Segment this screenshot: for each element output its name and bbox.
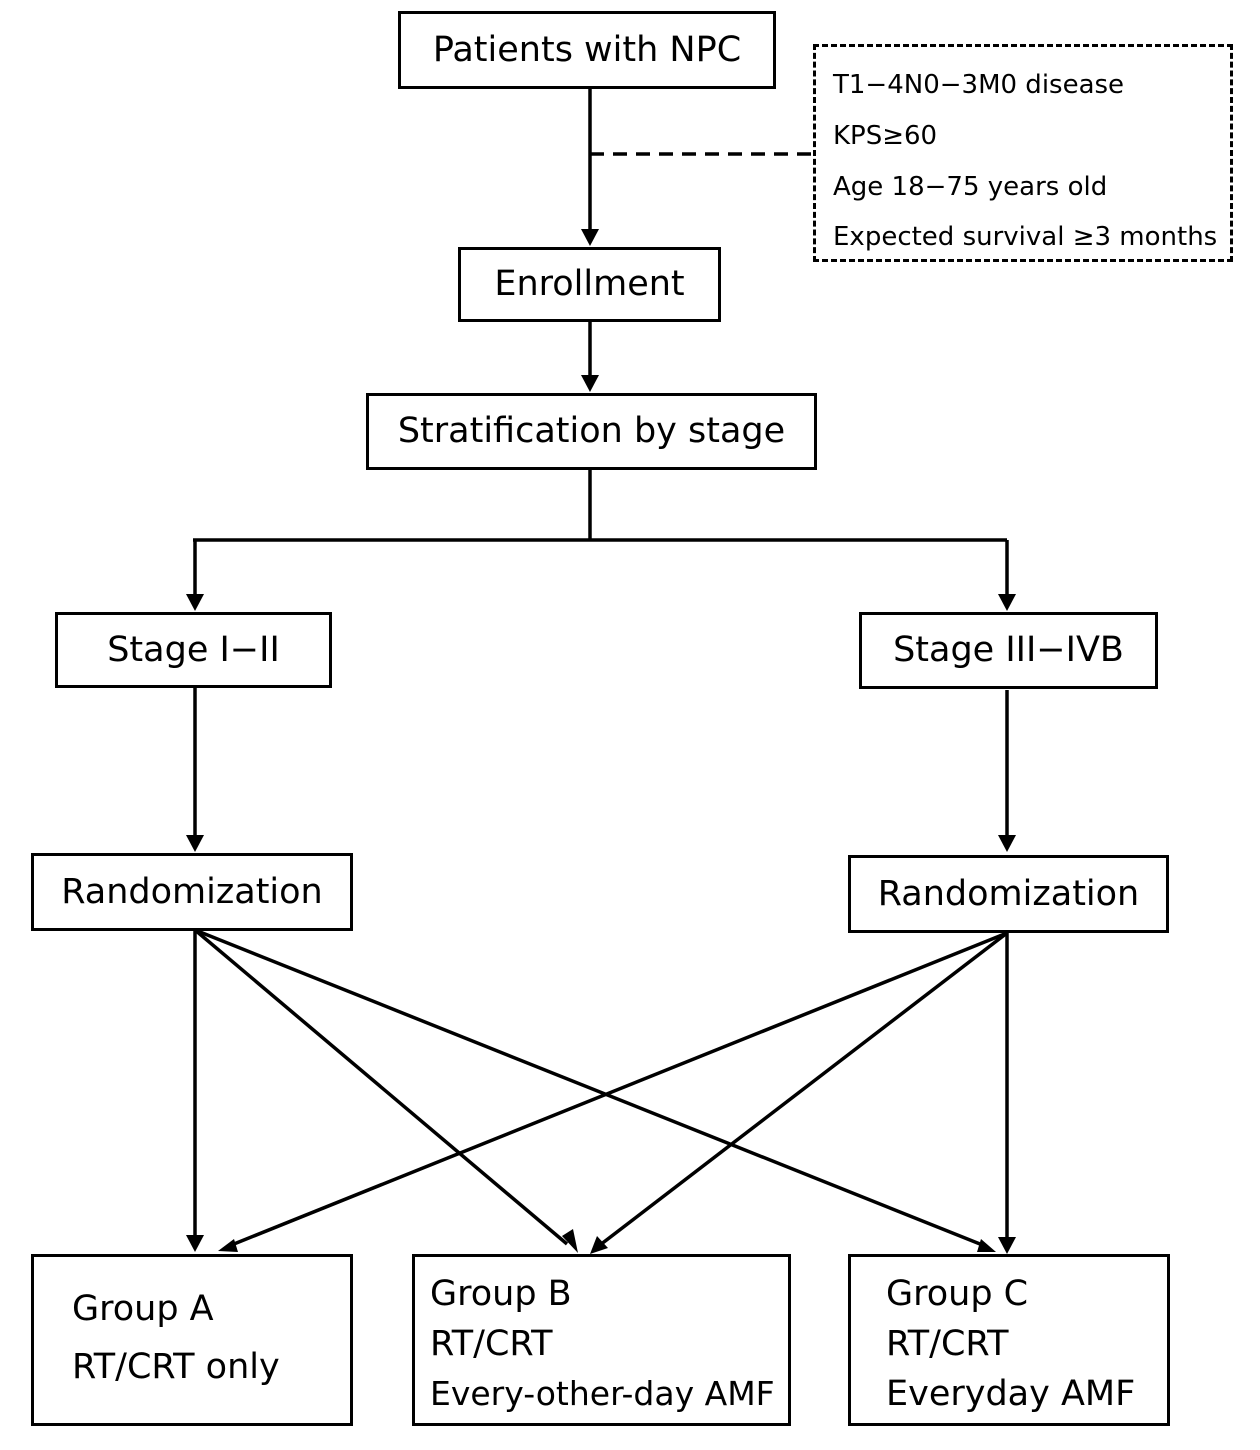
arrow-left-rand-to-group-b bbox=[193, 928, 569, 1246]
stage-late-label: Stage III−IVB bbox=[893, 630, 1124, 670]
arrowhead-stage-early bbox=[186, 594, 204, 611]
patients-label: Patients with NPC bbox=[432, 29, 742, 70]
group-a-name: Group A bbox=[72, 1289, 214, 1329]
randomization-left-box: Randomization bbox=[31, 853, 353, 931]
arrowhead-enrollment bbox=[581, 229, 599, 246]
arrowhead-randomization-right bbox=[998, 835, 1016, 852]
arrow-right-rand-to-group-b bbox=[598, 931, 1009, 1247]
group-c-treatment: RT/CRT bbox=[886, 1324, 1009, 1364]
criteria-item: T1−4N0−3M0 disease bbox=[833, 70, 1125, 100]
stratification-label: Stratification by stage bbox=[397, 411, 786, 451]
arrowhead-group-c-from-left bbox=[977, 1239, 996, 1252]
group-b-treatment: RT/CRT bbox=[430, 1324, 553, 1364]
criteria-item: Age 18−75 years old bbox=[833, 172, 1108, 202]
enrollment-box: Enrollment bbox=[458, 247, 721, 322]
stage-late-box: Stage III−IVB bbox=[859, 612, 1158, 689]
arrowhead-stratification bbox=[581, 375, 599, 392]
randomization-right-label: Randomization bbox=[877, 873, 1140, 914]
arrowhead-group-a-from-right bbox=[218, 1239, 238, 1252]
arrowhead-group-b-from-left bbox=[562, 1229, 578, 1253]
arrowhead-group-b-from-right bbox=[590, 1236, 608, 1254]
arrowhead-randomization-left bbox=[186, 835, 204, 852]
inclusion-criteria-box: T1−4N0−3M0 disease KPS≥60 Age 18−75 year… bbox=[813, 44, 1233, 262]
group-a-treatment: RT/CRT only bbox=[72, 1347, 280, 1387]
group-b-extra: Every-other-day AMF bbox=[430, 1374, 775, 1413]
arrow-left-rand-to-group-c bbox=[194, 928, 986, 1248]
arrowhead-stage-late bbox=[998, 594, 1016, 611]
group-a-box: Group A RT/CRT only bbox=[31, 1254, 353, 1426]
group-b-box: Group B RT/CRT Every-other-day AMF bbox=[412, 1254, 791, 1426]
stratification-box: Stratification by stage bbox=[366, 393, 817, 470]
group-b-name: Group B bbox=[430, 1274, 572, 1314]
randomization-left-label: Randomization bbox=[61, 871, 323, 912]
patients-box: Patients with NPC bbox=[398, 11, 776, 89]
stage-early-label: Stage I−II bbox=[107, 629, 280, 670]
enrollment-label: Enrollment bbox=[494, 264, 685, 304]
stage-early-box: Stage I−II bbox=[55, 612, 332, 688]
group-c-extra: Everyday AMF bbox=[886, 1374, 1136, 1414]
arrowhead-group-c-from-right bbox=[998, 1237, 1016, 1254]
group-c-box: Group C RT/CRT Everyday AMF bbox=[848, 1254, 1170, 1426]
group-c-name: Group C bbox=[886, 1274, 1029, 1314]
criteria-item: Expected survival ≥3 months bbox=[833, 222, 1218, 252]
criteria-item: KPS≥60 bbox=[833, 121, 938, 151]
arrowhead-group-a-from-left bbox=[186, 1235, 204, 1252]
arrow-right-rand-to-group-a bbox=[228, 931, 1008, 1248]
randomization-right-box: Randomization bbox=[848, 855, 1169, 933]
